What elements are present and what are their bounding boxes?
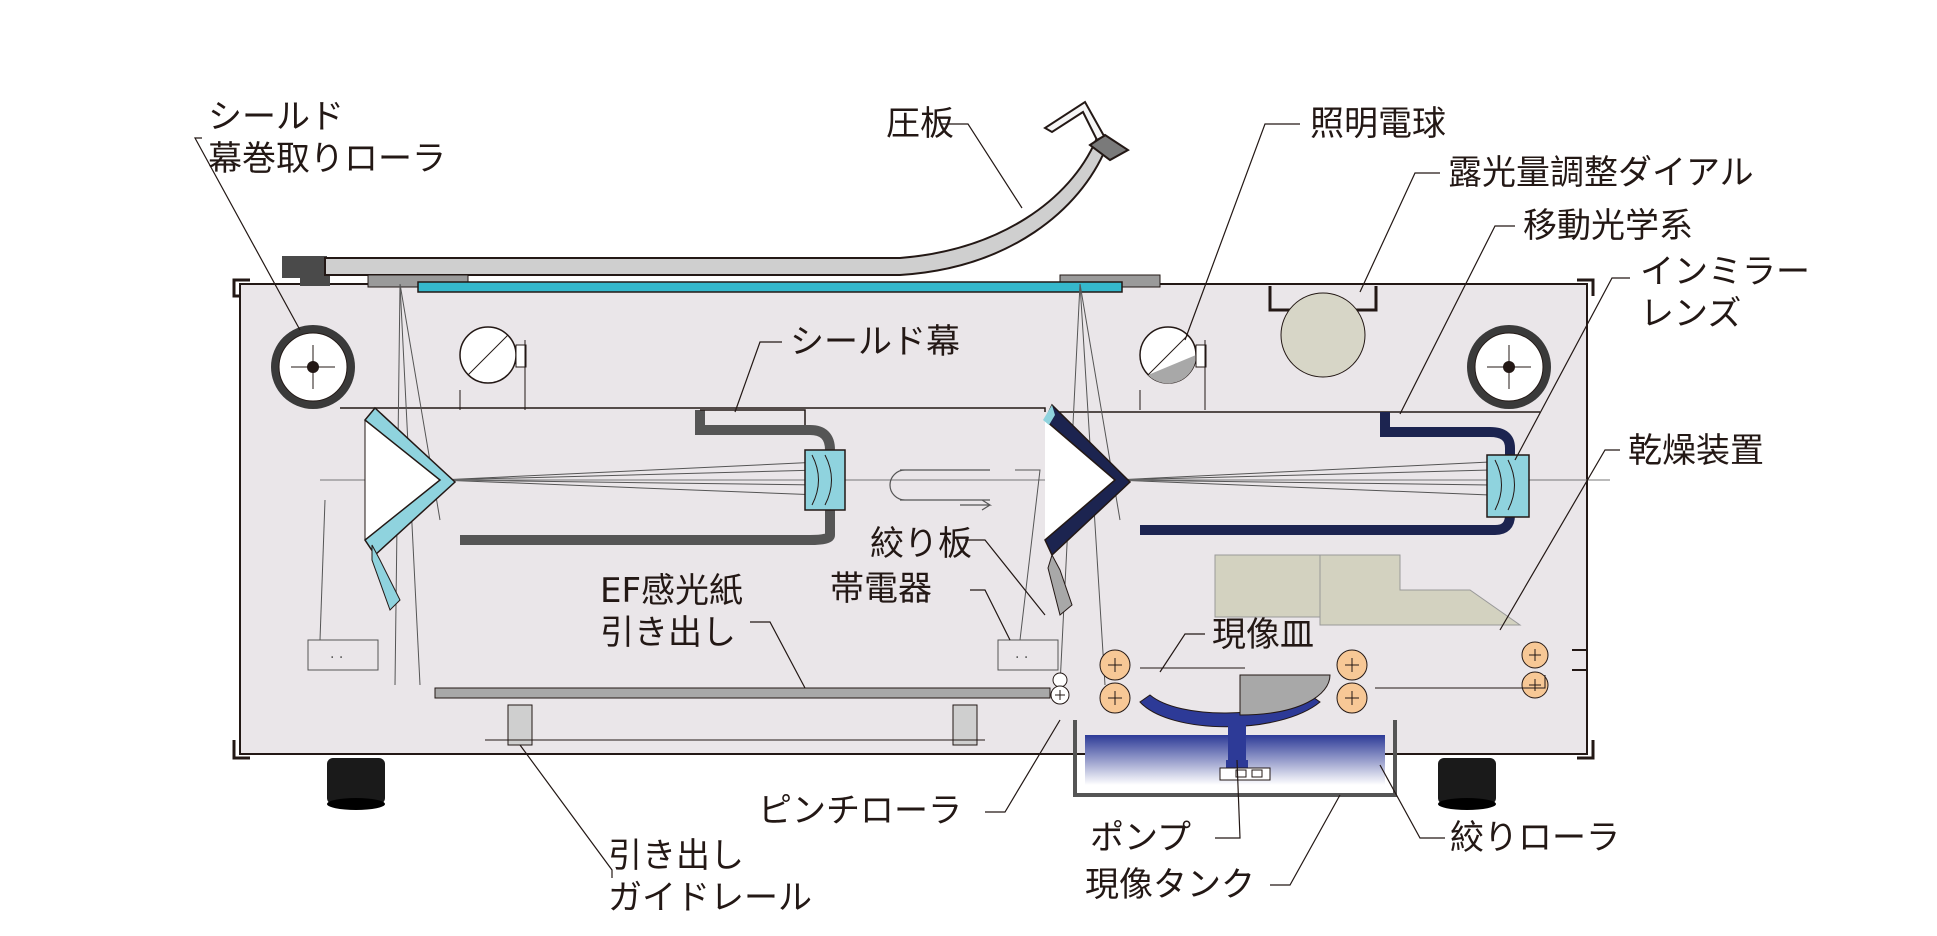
label-exposure-dial: 露光量調整ダイアル (1448, 153, 1754, 193)
label-dryer: 乾燥装置 (1628, 431, 1764, 471)
aperture-plate (319, 469, 1041, 641)
pinch-roller (1050, 672, 1070, 705)
platen-glass (417, 281, 1123, 293)
label-shield-roller: シールド 幕巻取りローラ (208, 97, 446, 179)
svg-text:· ·: · · (330, 650, 343, 666)
charger-left: · · (307, 639, 379, 671)
pressure-plate (282, 100, 1161, 288)
development-tray (1139, 667, 1331, 728)
lamp-right (1139, 326, 1207, 410)
mirror-left (363, 406, 457, 611)
moving-optics (1140, 412, 1530, 535)
label-shield-curtain: シールド幕 (790, 322, 960, 362)
svg-text:· ·: · · (1015, 650, 1028, 666)
exposure-dial (1268, 286, 1378, 378)
transport-rollers (1099, 641, 1549, 714)
label-ef-paper-drawer: EF感光紙 引き出し (600, 571, 744, 653)
light-path-arrow (889, 469, 993, 511)
pump (1219, 725, 1271, 781)
shield-curtain-roller-left (271, 325, 355, 409)
lens-housing-left (460, 409, 846, 545)
label-pump: ポンプ (1090, 818, 1191, 858)
label-aperture-plate: 絞り板 (870, 524, 972, 564)
label-drawer-guide-rail: 引き出し ガイドレール (608, 836, 812, 918)
shield-curtain (340, 407, 1540, 413)
charger-right: · · (997, 639, 1059, 671)
label-squeeze-roller: 絞りローラ (1450, 818, 1620, 858)
feet (327, 758, 1496, 810)
label-lamp: 照明電球 (1310, 104, 1446, 144)
shield-curtain-roller-right (1467, 325, 1551, 409)
paper-drawer (434, 687, 1051, 746)
mirror-right (1043, 403, 1132, 616)
label-dev-tank: 現像タンク (1085, 865, 1255, 905)
label-pinch-roller: ピンチローラ (758, 791, 962, 831)
dryer (1214, 554, 1522, 626)
leader-lines (193, 123, 1630, 886)
label-moving-optics: 移動光学系 (1523, 206, 1693, 246)
label-pressure-plate: 圧板 (886, 104, 954, 144)
label-charger: 帯電器 (830, 569, 932, 609)
lamp-left (459, 326, 527, 410)
label-dev-tray: 現像皿 (1212, 615, 1314, 655)
label-in-mirror-lens: インミラー レンズ (1640, 252, 1810, 334)
